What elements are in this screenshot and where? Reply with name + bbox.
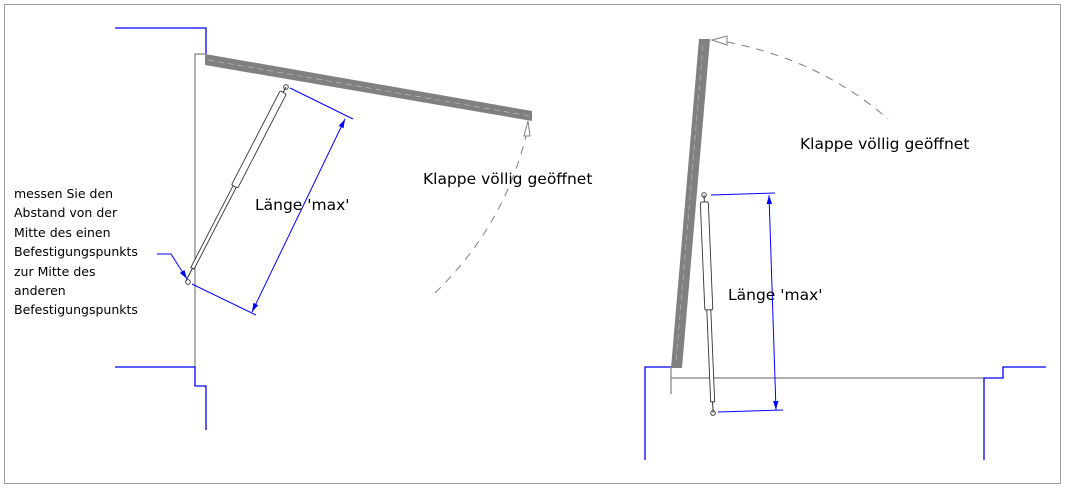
left-wall-top: [115, 27, 207, 54]
right-top-pivot: [701, 192, 707, 198]
left-top-pivot: [283, 84, 289, 90]
left-dimension-label: Länge 'max': [255, 196, 350, 214]
left-dimension-line: [251, 118, 346, 313]
left-view: [115, 27, 532, 430]
left-opening-arc: [434, 131, 528, 294]
left-frame-line: [194, 53, 206, 367]
note-line: Befestigungspunkts: [14, 302, 138, 318]
left-arc-arrowhead: [523, 120, 531, 137]
left-measurement-note: messen Sie den Abstand von der Mitte des…: [14, 184, 138, 320]
note-line: messen Sie den: [14, 186, 114, 201]
right-opening-arc: [726, 41, 889, 120]
diagram-frame: [4, 4, 1061, 484]
right-dimension-line: [766, 194, 779, 411]
right-flap: [671, 39, 710, 368]
right-dimension-label: Länge 'max': [728, 286, 823, 304]
right-view: [644, 35, 1046, 460]
note-line: anderen: [14, 283, 66, 299]
left-gas-spring: [185, 86, 287, 282]
left-wall-bottom: [115, 366, 207, 430]
right-flap-label: Klappe völlig geöffnet: [800, 135, 970, 153]
left-flap: [205, 54, 532, 121]
note-line: Befestigungspunkts: [14, 244, 138, 260]
right-wall-left: [644, 366, 671, 460]
right-wall-right: [983, 366, 1046, 460]
right-arc-arrowhead: [710, 35, 728, 46]
left-bottom-pivot: [185, 279, 191, 285]
note-line: Abstand von der: [14, 205, 118, 221]
left-flap-label: Klappe völlig geöffnet: [423, 170, 593, 188]
note-line: Mitte des einen: [14, 224, 111, 240]
left-note-leader: [157, 253, 188, 280]
right-gas-spring: [699, 194, 716, 413]
right-bottom-pivot: [710, 410, 716, 416]
note-line: zur Mitte des: [14, 263, 96, 279]
